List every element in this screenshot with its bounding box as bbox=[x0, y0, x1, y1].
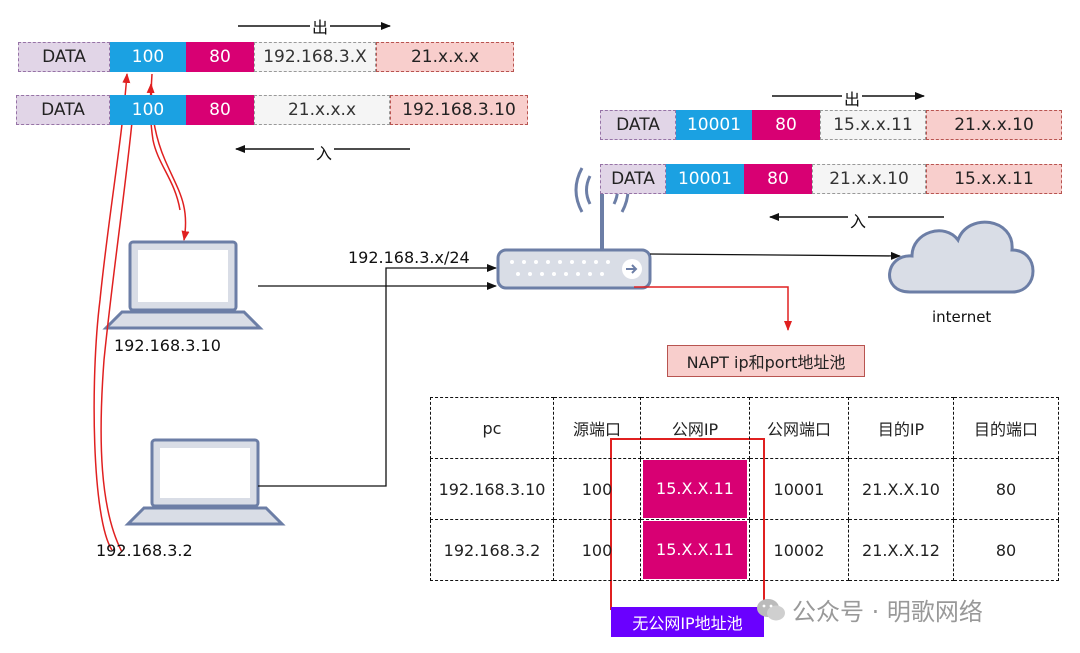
table-row: 192.168.3.10 100 15.X.X.11 10001 21.X.X.… bbox=[430, 458, 1059, 520]
red-arrow-port-pc2 bbox=[100, 121, 133, 553]
right-in-label: 入 bbox=[848, 208, 869, 232]
link-router-internet bbox=[649, 251, 901, 260]
cell-public-port: 10001 bbox=[749, 458, 849, 520]
header-dst-port: 目的端口 bbox=[953, 397, 1059, 459]
cell-public-port: 10002 bbox=[749, 519, 849, 581]
src-port-cell: 100 bbox=[110, 42, 186, 72]
left-in-label: 入 bbox=[314, 140, 335, 164]
right-out-label: 出 bbox=[842, 86, 863, 110]
table-row: 192.168.3.2 100 15.X.X.11 10002 21.X.X.1… bbox=[430, 519, 1059, 581]
header-dst-ip: 目的IP bbox=[848, 397, 954, 459]
data-cell: DATA bbox=[600, 110, 676, 140]
header-public-port: 公网端口 bbox=[749, 397, 849, 459]
src-ip-cell: 15.x.x.11 bbox=[820, 110, 926, 140]
data-cell: DATA bbox=[600, 164, 666, 194]
cell-public-ip: 15.X.X.11 bbox=[640, 519, 750, 581]
dst-port-cell: 80 bbox=[186, 42, 254, 72]
watermark-text: 公众号 · 明歌网络 bbox=[792, 598, 983, 626]
cell-dst-port: 80 bbox=[953, 519, 1059, 581]
subnet-label: 192.168.3.x/24 bbox=[348, 248, 470, 267]
internet-label: internet bbox=[932, 308, 992, 326]
cell-src-port: 100 bbox=[553, 458, 641, 520]
router-icon bbox=[496, 167, 652, 290]
data-cell: DATA bbox=[16, 95, 110, 125]
laptop-icon-pc2 bbox=[124, 438, 286, 526]
src-port-cell: 10001 bbox=[666, 164, 744, 194]
data-cell: DATA bbox=[18, 42, 110, 72]
src-port-cell: 100 bbox=[110, 95, 186, 125]
cell-dst-ip: 21.X.X.12 bbox=[848, 519, 954, 581]
src-port-cell: 10001 bbox=[676, 110, 752, 140]
dst-port-cell: 80 bbox=[744, 164, 812, 194]
wechat-icon bbox=[757, 598, 785, 620]
src-ip-cell: 192.168.3.X bbox=[254, 42, 376, 72]
dst-ip-cell: 15.x.x.11 bbox=[926, 164, 1062, 194]
red-arrow-pc2-port bbox=[93, 73, 131, 551]
cell-pc: 192.168.3.2 bbox=[430, 519, 554, 581]
no-public-ip-pool-label: 无公网IP地址池 bbox=[611, 607, 764, 637]
nat-table: pc 源端口 公网IP 公网端口 目的IP 目的端口 192.168.3.10 … bbox=[430, 397, 1059, 581]
dst-port-cell: 80 bbox=[752, 110, 820, 140]
cell-pc: 192.168.3.10 bbox=[430, 458, 554, 520]
dst-ip-cell: 192.168.3.10 bbox=[390, 95, 528, 125]
header-src-port: 源端口 bbox=[553, 397, 641, 459]
header-public-ip: 公网IP bbox=[640, 397, 750, 459]
napt-pool-label: NAPT ip和port地址池 bbox=[667, 345, 865, 377]
cell-dst-port: 80 bbox=[953, 458, 1059, 520]
header-pc: pc bbox=[430, 397, 554, 459]
cell-public-ip: 15.X.X.11 bbox=[640, 458, 750, 520]
src-ip-cell: 21.x.x.10 bbox=[812, 164, 926, 194]
cell-dst-ip: 21.X.X.10 bbox=[848, 458, 954, 520]
pc1-ip-label: 192.168.3.10 bbox=[114, 336, 221, 355]
watermark: 公众号 · 明歌网络 bbox=[756, 592, 983, 627]
dst-ip-cell: 21.x.x.10 bbox=[926, 110, 1062, 140]
src-ip-cell: 21.x.x.x bbox=[254, 95, 390, 125]
link-pc2-router bbox=[258, 264, 497, 487]
public-ip-value: 15.X.X.11 bbox=[643, 460, 747, 518]
left-out-label: 出 bbox=[310, 14, 331, 38]
dst-port-cell: 80 bbox=[186, 95, 254, 125]
cell-src-port: 100 bbox=[553, 519, 641, 581]
red-arrow-napt bbox=[634, 286, 792, 331]
laptop-icon-pc1 bbox=[102, 240, 264, 330]
table-header-row: pc 源端口 公网IP 公网端口 目的IP 目的端口 bbox=[430, 397, 1059, 459]
cloud-icon bbox=[888, 220, 1035, 294]
public-ip-value: 15.X.X.11 bbox=[643, 521, 747, 579]
dst-ip-cell: 21.x.x.x bbox=[376, 42, 514, 72]
pc2-ip-label: 192.168.3.2 bbox=[96, 541, 193, 560]
